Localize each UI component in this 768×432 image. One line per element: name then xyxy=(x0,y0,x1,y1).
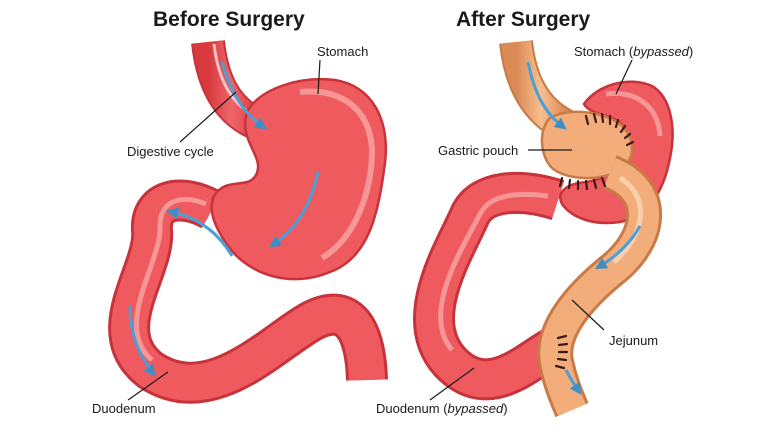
leader-jejunum xyxy=(571,299,605,331)
label-stomach-bypassed-em: bypassed xyxy=(633,44,689,59)
leader-duodenum xyxy=(127,371,169,401)
leader-stomach-bypassed xyxy=(615,59,633,95)
label-stomach-bypassed-close: ) xyxy=(688,44,694,59)
label-duodenum-bypassed-main: Duodenum ( xyxy=(376,401,448,416)
leader-digestive-cycle xyxy=(179,91,237,143)
label-duodenum-bypassed: Duodenum (bypassed) xyxy=(376,401,508,416)
label-stomach-bypassed: Stomach (bypassed) xyxy=(574,44,693,59)
after-anatomy xyxy=(413,39,674,418)
after-arrow-1 xyxy=(526,61,567,130)
before-arrow-4 xyxy=(128,305,156,377)
label-stomach-bypassed-main: Stomach ( xyxy=(574,44,634,59)
before-anatomy xyxy=(108,39,388,404)
before-surgery-title: Before Surgery xyxy=(153,8,305,31)
before-arrow-1 xyxy=(220,61,267,130)
staple-line-duodenum xyxy=(554,334,569,370)
leader-stomach xyxy=(317,59,321,95)
label-duodenum: Duodenum xyxy=(92,401,156,416)
label-gastric-pouch: Gastric pouch xyxy=(438,143,519,158)
before-arrow-3 xyxy=(166,207,234,257)
label-digestive-cycle: Digestive cycle xyxy=(127,144,214,159)
label-jejunum: Jejunum xyxy=(609,333,659,348)
staple-line-upper xyxy=(584,112,635,147)
label-duodenum-bypassed-close: ) xyxy=(503,401,508,416)
after-arrow-2 xyxy=(594,225,642,269)
label-duodenum-bypassed-em: bypassed xyxy=(447,401,504,416)
after-arrow-3 xyxy=(564,369,582,395)
staple-line-lower xyxy=(558,176,607,191)
label-stomach: Stomach xyxy=(317,44,369,59)
leader-duodenum-bypassed xyxy=(429,367,475,401)
before-arrow-2 xyxy=(269,171,320,248)
after-surgery-title: After Surgery xyxy=(456,8,591,31)
